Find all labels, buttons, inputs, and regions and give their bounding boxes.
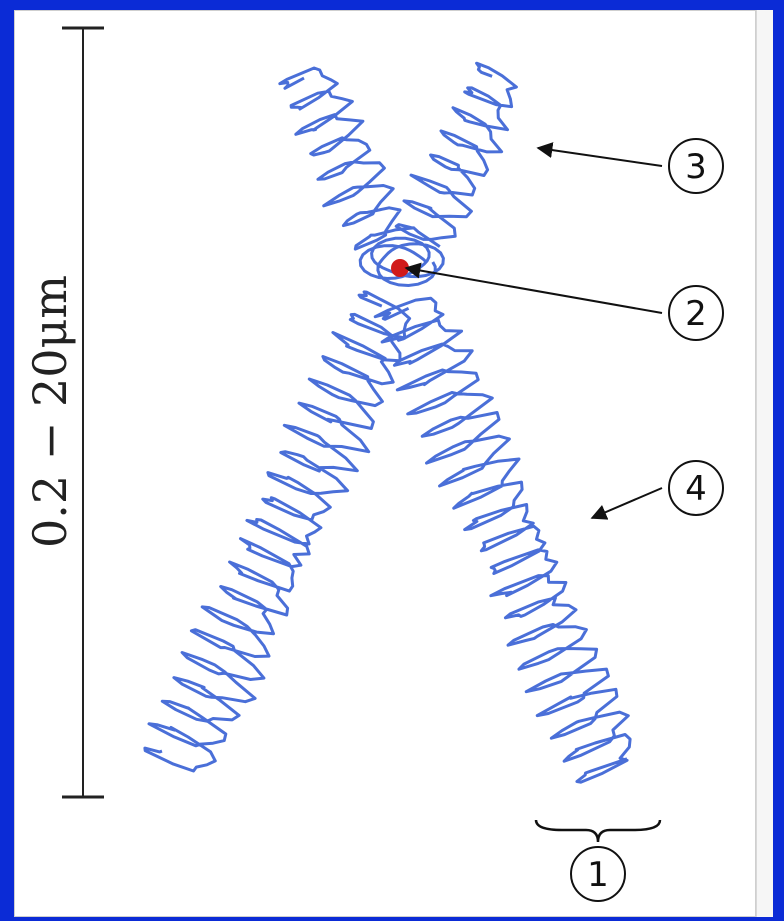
upper-right-arm [396,63,516,246]
arrow-2 [406,268,662,313]
marker-2: 2 [669,286,723,340]
marker-4: 4 [669,461,723,515]
marker-1-label: 1 [587,855,609,895]
marker-2-label: 2 [685,294,707,334]
arrow-4 [592,488,662,518]
marker-4-label: 4 [685,469,707,509]
marker-3: 3 [669,139,723,193]
marker-3-label: 3 [685,147,707,187]
chromatin-coils [145,63,630,782]
marker-1: 1 [571,847,625,901]
lower-left-arm [145,292,410,771]
scale-label: 0.2 − 20μm [23,275,77,548]
scale-bar: 0.2 − 20μm [23,28,104,797]
lower-right-arm [375,298,630,782]
arrow-3 [538,148,662,166]
upper-left-arm [280,68,415,249]
chromatid-brace [536,820,660,842]
